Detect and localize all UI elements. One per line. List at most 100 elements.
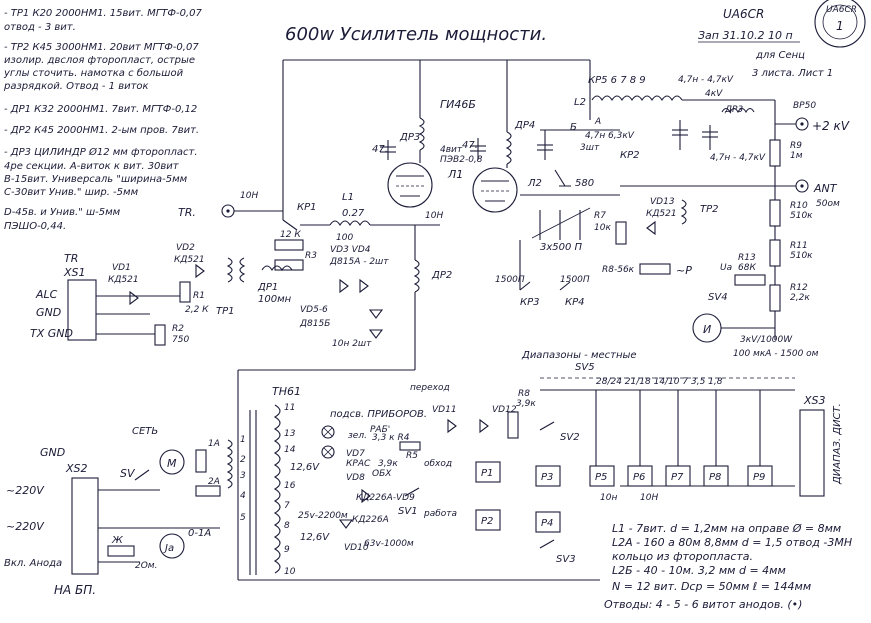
svg-text:VD8: VD8 (346, 473, 365, 483)
note-line: углы сточить. намотка с большой (3, 67, 184, 79)
svg-text:5: 5 (240, 513, 246, 523)
svg-text:4,7н - 4,7кV: 4,7н - 4,7кV (678, 75, 734, 85)
label-kp5: КР5 6 7 8 9 (588, 75, 646, 86)
svg-text:1500П: 1500П (560, 275, 590, 285)
svg-text:работа: работа (423, 509, 457, 519)
svg-text:7: 7 (284, 501, 290, 511)
svg-text:Р9: Р9 (753, 472, 765, 483)
svg-text:2,2 К: 2,2 К (185, 305, 209, 315)
svg-text:16: 16 (284, 481, 296, 491)
svg-text:3: 3 (240, 471, 246, 481)
note-line: 4ре секции. А-виток к вит. 30вит (4, 161, 180, 172)
connector-xs2[interactable] (71, 477, 99, 575)
note-line: С-30вит Унив." шир. -5мм (4, 187, 139, 198)
fan-motor-icon: М (159, 449, 185, 475)
connector-xs3[interactable] (799, 409, 825, 497)
svg-text:10Н: 10Н (240, 191, 258, 201)
relay-p8: Р8 (703, 465, 729, 487)
svg-text:Ж: Ж (111, 535, 124, 546)
seal-icon: UA6CR 1 (814, 0, 866, 48)
svg-text:25v-2200м: 25v-2200м (298, 511, 348, 521)
svg-text:UA6CR: UA6CR (826, 5, 857, 15)
svg-text:1А: 1А (208, 439, 220, 449)
svg-text:Р1: Р1 (481, 468, 493, 479)
resistor-r7 (615, 221, 627, 245)
svg-text:R2: R2 (172, 324, 184, 334)
label-tr-xs1: TR (64, 252, 78, 265)
svg-text:ВР50: ВР50 (793, 101, 816, 111)
label-tp2: ТР2 (700, 204, 719, 215)
svg-text:РАБ': РАБ' (370, 425, 390, 435)
label-xs3: XS3 (803, 394, 826, 407)
resistor-12k (274, 239, 304, 251)
note-line: ПЭШО-0,44. (4, 221, 66, 232)
svg-text:VD3 VD4: VD3 VD4 (330, 245, 371, 255)
resistor-r10 (769, 199, 781, 227)
label-dr3: ДР3 (399, 132, 420, 143)
svg-text:переход: переход (410, 383, 450, 393)
svg-text:VD2: VD2 (176, 243, 195, 253)
resistor-r8 (639, 263, 671, 275)
label-l2: L2 (574, 97, 586, 108)
label-kp3: КР3 (520, 297, 540, 308)
label-nabp: НА БП. (54, 583, 96, 597)
label-sv: SV (120, 467, 136, 480)
svg-text:11: 11 (284, 403, 295, 413)
svg-text:Р7: Р7 (671, 472, 684, 483)
footnote-line: Отводы: 4 - 5 - 6 витот анодов. (•) (604, 598, 802, 611)
label-tp1: ТР1 (216, 306, 235, 317)
svg-text:R1: R1 (193, 291, 205, 301)
svg-text:Л2: Л2 (527, 178, 542, 189)
relay-p9: Р9 (747, 465, 773, 487)
svg-text:0-1А: 0-1А (188, 528, 211, 539)
svg-text:4: 4 (240, 491, 246, 501)
footnote-line: L1 - 7вит. d = 1,2мм на оправе Ø = 8мм (612, 522, 841, 535)
resistor-r1 (179, 281, 191, 303)
footnote-line: L2Б - 40 - 10м. 3,2 мм d = 4мм (612, 564, 786, 577)
label-diap: Диапазоны - местные (521, 350, 637, 361)
label-sv2: SV2 (560, 432, 580, 443)
svg-text:10н 2шт: 10н 2шт (332, 339, 372, 349)
svg-text:КД226А-VD9: КД226А-VD9 (356, 493, 415, 503)
svg-text:9: 9 (284, 545, 290, 555)
label-tube: ГИ46Б (440, 98, 476, 111)
svg-text:Д815А - 2шт: Д815А - 2шт (329, 257, 389, 267)
svg-text:1: 1 (240, 435, 246, 445)
connector-xs1[interactable] (67, 279, 97, 341)
svg-text:VD5-6: VD5-6 (300, 305, 328, 315)
svg-text:VD12: VD12 (492, 405, 517, 415)
footnote-line: кольцо из фторопласта. (612, 550, 753, 563)
resistor-r3 (274, 259, 304, 271)
relay-p2: Р2 (475, 509, 501, 531)
svg-text:КД226А: КД226А (352, 515, 389, 525)
label-vkl: Вкл. Анода (4, 558, 62, 569)
svg-text:3,9к: 3,9к (516, 399, 536, 409)
label-tn61: ТН61 (272, 385, 301, 398)
svg-text:L1: L1 (342, 192, 354, 203)
winding-notes: - ТР1 К20 2000НМ1. 15вит. МГТФ-0,07 отво… (3, 8, 203, 232)
stamp-callsign: UA6CR (723, 7, 764, 21)
resistor-r8-relay (507, 411, 519, 439)
pin-gnd: GND (36, 306, 61, 319)
label-sv1: SV1 (398, 506, 418, 517)
resistor-r4 (399, 441, 421, 451)
resistor-r11 (769, 239, 781, 267)
svg-text:4вит: 4вит (440, 145, 463, 155)
svg-text:3х500 П: 3х500 П (540, 242, 583, 253)
svg-text:VD11: VD11 (432, 405, 457, 415)
tube-left-icon (387, 162, 433, 208)
svg-text:Р8: Р8 (709, 472, 721, 483)
svg-text:4,7н - 4,7кV: 4,7н - 4,7кV (710, 153, 766, 163)
note-line: изолир. двслоя фторопласт, острые (4, 55, 195, 66)
svg-text:47.: 47. (462, 140, 478, 151)
svg-text:TR.: TR. (178, 206, 196, 219)
relay-p7: Р7 (665, 465, 691, 487)
svg-text:14: 14 (284, 445, 296, 455)
title-stamp: UA6CR Зап 31.10.2 10 п для Сенц 3 листа.… (698, 0, 866, 79)
label-lamps: подсв. ПРИБОРОВ. (330, 409, 427, 420)
svg-text:63v-1000м: 63v-1000м (364, 539, 414, 549)
svg-text:10н: 10н (600, 493, 617, 503)
svg-text:Р4: Р4 (541, 518, 553, 529)
svg-text:VD7: VD7 (346, 449, 365, 459)
resistor-r13 (734, 274, 766, 286)
